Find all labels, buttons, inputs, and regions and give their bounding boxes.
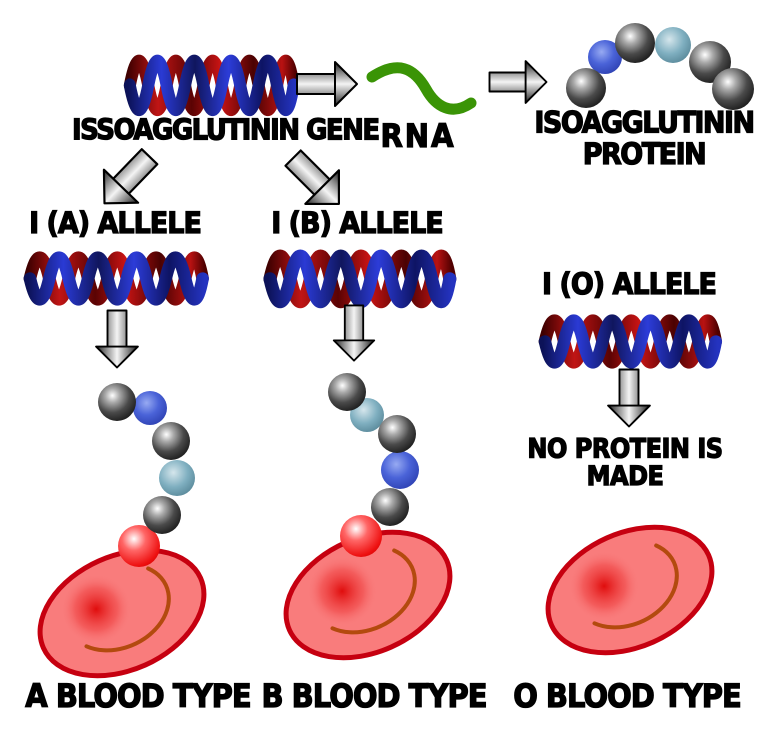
teal-bead-icon bbox=[655, 27, 691, 63]
arrow-allele-a-down-icon bbox=[95, 309, 139, 369]
arrow-allele-b-down-icon bbox=[332, 304, 376, 362]
blue-bead-icon bbox=[133, 391, 167, 425]
rna-label: RNA bbox=[380, 117, 456, 155]
blood-type-a-label: A BLOOD TYPE bbox=[25, 677, 253, 715]
dna-helix-gene-icon bbox=[130, 62, 294, 110]
red-bead-icon bbox=[340, 515, 382, 557]
no-protein-label-line2: MADE bbox=[586, 461, 664, 493]
gray-bead-icon bbox=[152, 422, 190, 460]
no-protein-label-line1: NO PROTEIN IS bbox=[527, 433, 724, 465]
rna-strand-icon bbox=[366, 62, 477, 115]
dna-helix-allele-b-icon bbox=[270, 256, 450, 301]
arrow-allele-o-down-icon bbox=[607, 368, 651, 428]
arrow-gene-to-rna-icon bbox=[296, 61, 358, 107]
gray-bead-icon bbox=[371, 488, 409, 526]
gray-bead-icon bbox=[615, 23, 655, 63]
red-bead-icon bbox=[118, 525, 160, 567]
a-antigen-chain-icon bbox=[98, 383, 195, 567]
gray-bead-icon bbox=[98, 383, 136, 421]
blood-type-b-label: B BLOOD TYPE bbox=[261, 677, 488, 715]
gray-bead-icon bbox=[328, 373, 366, 411]
dna-helix-allele-o-icon bbox=[545, 321, 716, 363]
dna-helix-allele-a-icon bbox=[30, 258, 203, 300]
no-protein-label: NO PROTEIN IS MADE bbox=[517, 433, 733, 493]
allele-a-label: I (A) ALLELE bbox=[28, 206, 202, 241]
allele-b-label: I (B) ALLELE bbox=[271, 206, 445, 241]
gray-bead-icon bbox=[143, 496, 181, 534]
protein-label-line1: ISOAGGLUTININ bbox=[534, 105, 756, 141]
gene-label: ISSOAGGLUTININ GENE bbox=[71, 114, 380, 148]
protein-label-line2: PROTEIN bbox=[582, 137, 707, 172]
blue-bead-icon bbox=[588, 40, 622, 74]
gray-bead-icon bbox=[378, 415, 416, 453]
gray-bead-icon bbox=[566, 68, 606, 108]
blood-type-o-label: O BLOOD TYPE bbox=[513, 677, 743, 715]
isoagglutinin-protein-beads-icon bbox=[566, 23, 754, 110]
gray-bead-icon bbox=[712, 68, 754, 110]
blue-bead-icon bbox=[381, 451, 419, 489]
teal-bead-icon bbox=[159, 460, 195, 496]
protein-label: ISOAGGLUTININ PROTEIN bbox=[528, 105, 760, 172]
allele-o-label: I (O) ALLELE bbox=[541, 267, 717, 302]
arrow-rna-to-protein-icon bbox=[488, 60, 548, 104]
b-antigen-chain-icon bbox=[328, 373, 419, 557]
red-blood-cell-o bbox=[527, 499, 732, 677]
